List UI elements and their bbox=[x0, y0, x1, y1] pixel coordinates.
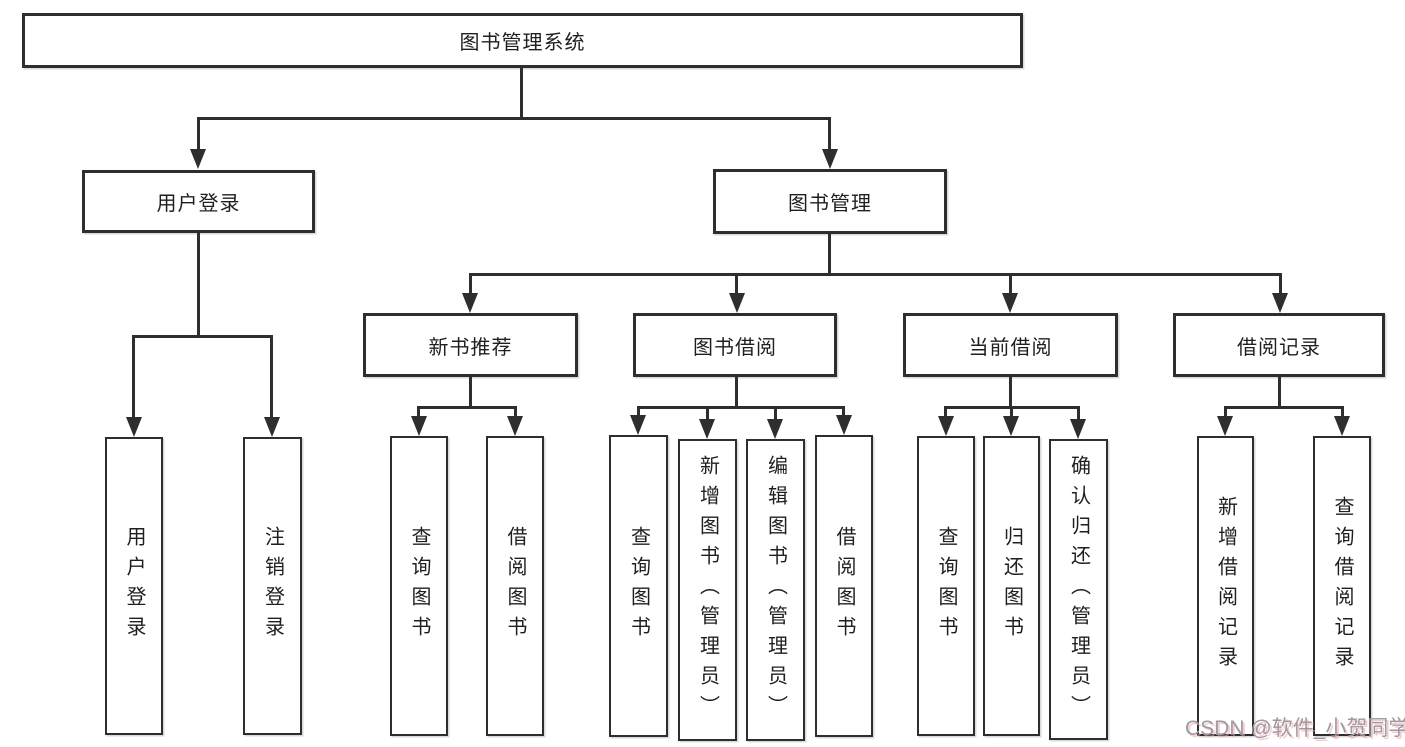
connector-root-rail bbox=[197, 117, 831, 120]
leaf-br-add: 新增借阅记录 bbox=[1197, 436, 1254, 736]
connector-bookmgmt-rail bbox=[469, 273, 1282, 276]
connector-drop-bb-borrow bbox=[842, 406, 845, 417]
node-root-label: 图书管理系统 bbox=[459, 32, 586, 54]
leaf-user-login: 用户登录 bbox=[105, 437, 163, 735]
node-book-borrow-label: 图书借阅 bbox=[693, 336, 777, 359]
connector-drop-bb-query bbox=[637, 406, 640, 417]
node-new-book: 新书推荐 bbox=[363, 313, 578, 377]
node-borrow-records: 借阅记录 bbox=[1173, 313, 1385, 377]
connector-drop-book-mgmt bbox=[828, 117, 831, 151]
arrowhead-cb-confirm bbox=[1070, 419, 1086, 439]
leaf-bb-add: 新增图书（管理员） bbox=[678, 439, 737, 741]
connector-currentborrow-stem bbox=[1009, 377, 1012, 408]
connector-drop-bb-add bbox=[706, 406, 709, 421]
connector-drop-cb-confirm bbox=[1077, 406, 1080, 421]
arrowhead-bb-query bbox=[630, 415, 646, 435]
arrowhead-nb-borrow bbox=[507, 416, 523, 436]
connector-borrowrecords-stem bbox=[1278, 377, 1281, 408]
leaf-cb-query-label: 查询图书 bbox=[935, 526, 957, 646]
leaf-bb-query: 查询图书 bbox=[609, 435, 668, 737]
connector-drop-br-query bbox=[1341, 406, 1344, 418]
arrowhead-nb-query bbox=[411, 416, 427, 436]
leaf-bb-query-label: 查询图书 bbox=[627, 526, 650, 646]
arrowhead-cb-return bbox=[1003, 416, 1019, 436]
arrowhead-current-borrow bbox=[1002, 293, 1018, 313]
leaf-cb-return-label: 归还图书 bbox=[1000, 526, 1023, 646]
connector-drop-bb-edit bbox=[774, 406, 777, 421]
arrowhead-cb-query bbox=[938, 416, 954, 436]
leaf-bb-borrow: 借阅图书 bbox=[815, 435, 873, 737]
arrowhead-br-add bbox=[1217, 416, 1233, 436]
connector-drop-current-borrow bbox=[1009, 273, 1012, 295]
leaf-logout: 注销登录 bbox=[243, 437, 302, 735]
leaf-cb-return: 归还图书 bbox=[983, 436, 1040, 736]
node-book-mgmt: 图书管理 bbox=[713, 169, 947, 234]
connector-drop-user-login bbox=[197, 117, 200, 151]
node-book-borrow: 图书借阅 bbox=[633, 313, 837, 377]
leaf-bb-add-label: 新增图书（管理员） bbox=[696, 455, 719, 725]
connector-drop-cb-query bbox=[944, 406, 947, 418]
leaf-br-query: 查询借阅记录 bbox=[1313, 436, 1371, 736]
connector-userlogin-stem bbox=[197, 233, 200, 337]
connector-drop-leaf-user-login bbox=[132, 335, 135, 419]
arrowhead-user-login bbox=[190, 149, 206, 169]
connector-newbook-stem bbox=[469, 377, 472, 408]
connector-drop-new-book bbox=[469, 273, 472, 295]
arrowhead-bb-borrow bbox=[836, 415, 852, 435]
leaf-user-login-label: 用户登录 bbox=[123, 526, 145, 646]
connector-newbook-rail bbox=[417, 406, 517, 409]
node-borrow-records-label: 借阅记录 bbox=[1237, 336, 1321, 359]
leaf-logout-label: 注销登录 bbox=[261, 526, 284, 646]
node-user-login: 用户登录 bbox=[82, 170, 315, 233]
connector-bookmgmt-stem bbox=[828, 234, 831, 275]
arrowhead-bb-edit bbox=[767, 419, 783, 439]
connector-bookborrow-rail bbox=[637, 406, 845, 409]
node-new-book-label: 新书推荐 bbox=[428, 336, 513, 359]
connector-drop-borrow-records bbox=[1279, 273, 1282, 295]
connector-userlogin-rail bbox=[132, 335, 273, 338]
connector-drop-book-borrow bbox=[735, 273, 738, 295]
connector-drop-nb-query bbox=[417, 406, 420, 418]
leaf-nb-borrow: 借阅图书 bbox=[486, 436, 544, 736]
node-user-login-label: 用户登录 bbox=[156, 193, 241, 215]
leaf-bb-borrow-label: 借阅图书 bbox=[833, 526, 855, 646]
node-book-mgmt-label: 图书管理 bbox=[788, 193, 872, 215]
leaf-nb-borrow-label: 借阅图书 bbox=[504, 526, 526, 646]
arrowhead-book-borrow bbox=[729, 293, 745, 313]
leaf-nb-query: 查询图书 bbox=[390, 436, 448, 736]
arrowhead-borrow-records bbox=[1272, 293, 1288, 313]
leaf-bb-edit: 编辑图书（管理员） bbox=[746, 439, 805, 741]
node-root: 图书管理系统 bbox=[22, 13, 1023, 68]
connector-drop-br-add bbox=[1224, 406, 1227, 418]
leaf-bb-edit-label: 编辑图书（管理员） bbox=[764, 455, 787, 725]
arrowhead-book-mgmt bbox=[822, 149, 838, 169]
leaf-br-query-label: 查询借阅记录 bbox=[1331, 496, 1353, 676]
leaf-cb-confirm-label: 确认归还（管理员） bbox=[1067, 454, 1090, 725]
connector-drop-cb-return bbox=[1010, 406, 1013, 418]
leaf-cb-confirm: 确认归还（管理员） bbox=[1049, 439, 1108, 740]
arrowhead-leaf-logout bbox=[264, 417, 280, 437]
node-current-borrow: 当前借阅 bbox=[903, 313, 1118, 377]
connector-borrowrecords-rail bbox=[1224, 406, 1344, 409]
node-current-borrow-label: 当前借阅 bbox=[968, 336, 1053, 359]
leaf-nb-query-label: 查询图书 bbox=[408, 526, 430, 646]
arrowhead-new-book bbox=[462, 293, 478, 313]
csdn-watermark: CSDN @软件_小贺同学 bbox=[1185, 717, 1405, 740]
arrowhead-bb-add bbox=[699, 419, 715, 439]
leaf-br-add-label: 新增借阅记录 bbox=[1214, 496, 1237, 676]
connector-drop-leaf-logout bbox=[270, 335, 273, 419]
connector-bookborrow-stem bbox=[735, 377, 738, 408]
leaf-cb-query: 查询图书 bbox=[917, 436, 975, 736]
arrowhead-leaf-user-login bbox=[126, 417, 142, 437]
arrowhead-br-query bbox=[1334, 416, 1350, 436]
connector-drop-nb-borrow bbox=[514, 406, 517, 418]
connector-root-stem bbox=[520, 66, 523, 119]
